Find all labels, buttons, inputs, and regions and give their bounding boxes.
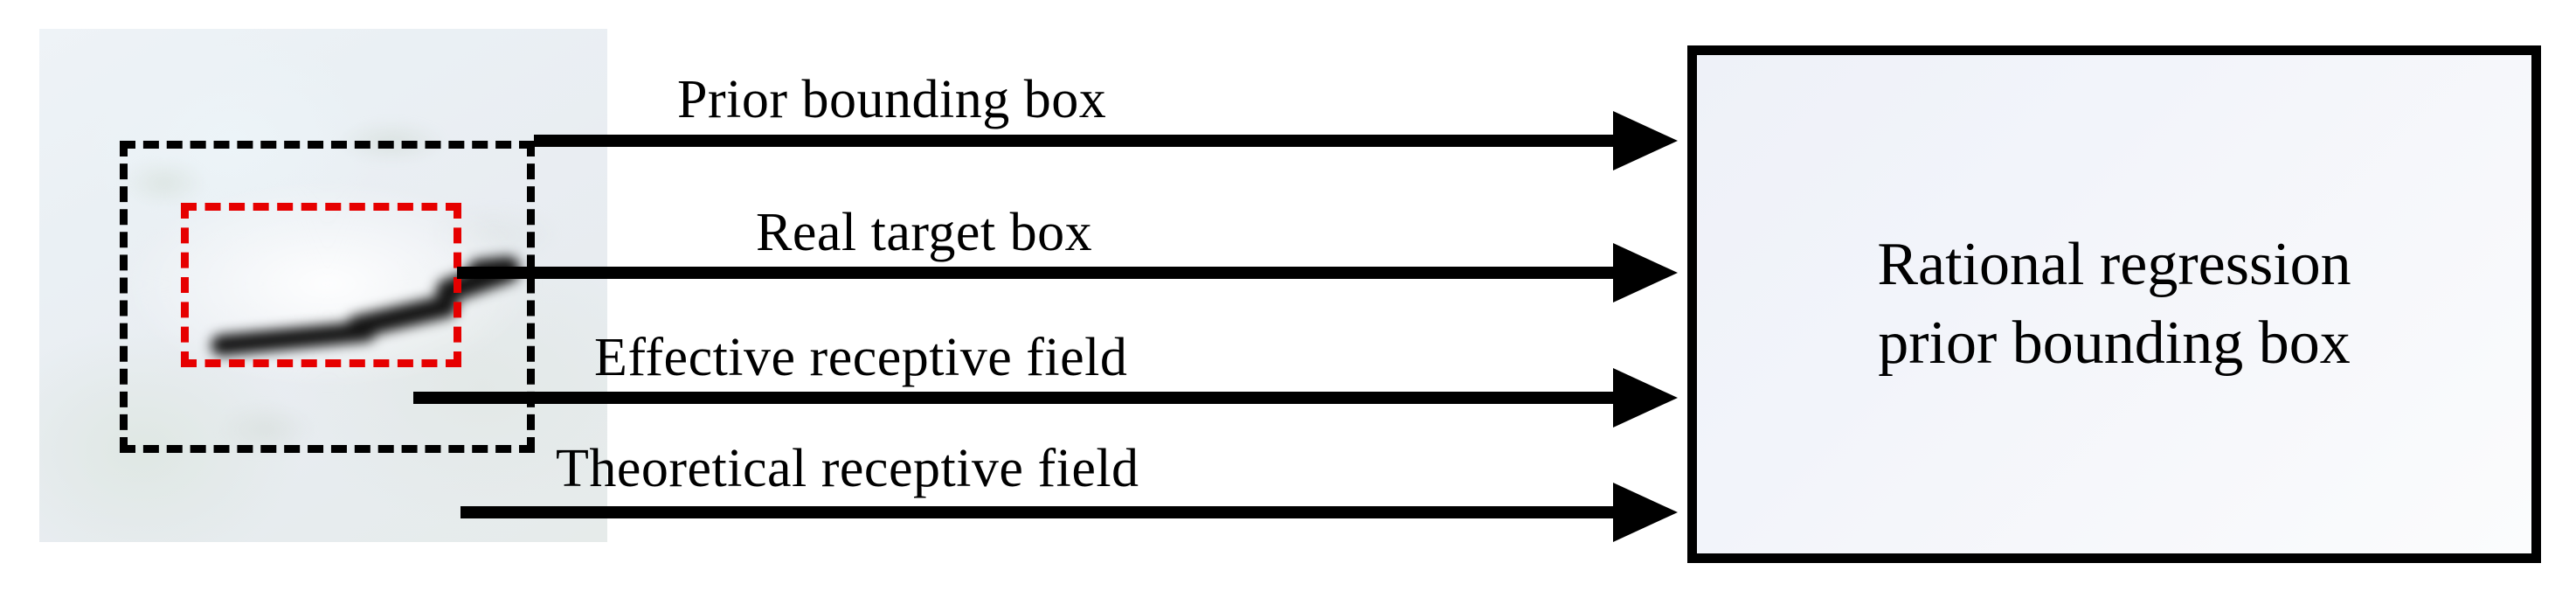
real-target-box — [181, 203, 461, 367]
arrow-head — [1613, 483, 1678, 542]
arrow-shaft — [534, 135, 1613, 147]
theoretical-receptive-field-box — [120, 141, 535, 453]
arrow-label-theoretical-receptive-field: Theoretical receptive field — [556, 439, 1139, 498]
source-image-thumbnail — [39, 29, 607, 542]
arrow-head — [1613, 368, 1678, 428]
arrow-shaft — [413, 392, 1613, 404]
result-line-2: prior bounding box — [1878, 309, 2351, 377]
arrow-label-effective-receptive-field: Effective receptive field — [594, 328, 1128, 387]
arrow-label-prior-bounding-box: Prior bounding box — [677, 70, 1107, 129]
arrow-head — [1613, 111, 1678, 170]
result-box-text: Rational regression prior bounding box — [1842, 226, 2386, 382]
arrow-shaft — [457, 267, 1613, 279]
rational-regression-result-box: Rational regression prior bounding box — [1687, 45, 2541, 563]
result-line-1: Rational regression — [1877, 231, 2351, 299]
arrow-head — [1613, 243, 1678, 302]
arrow-shaft — [460, 506, 1613, 518]
arrow-label-real-target-box: Real target box — [756, 203, 1093, 262]
